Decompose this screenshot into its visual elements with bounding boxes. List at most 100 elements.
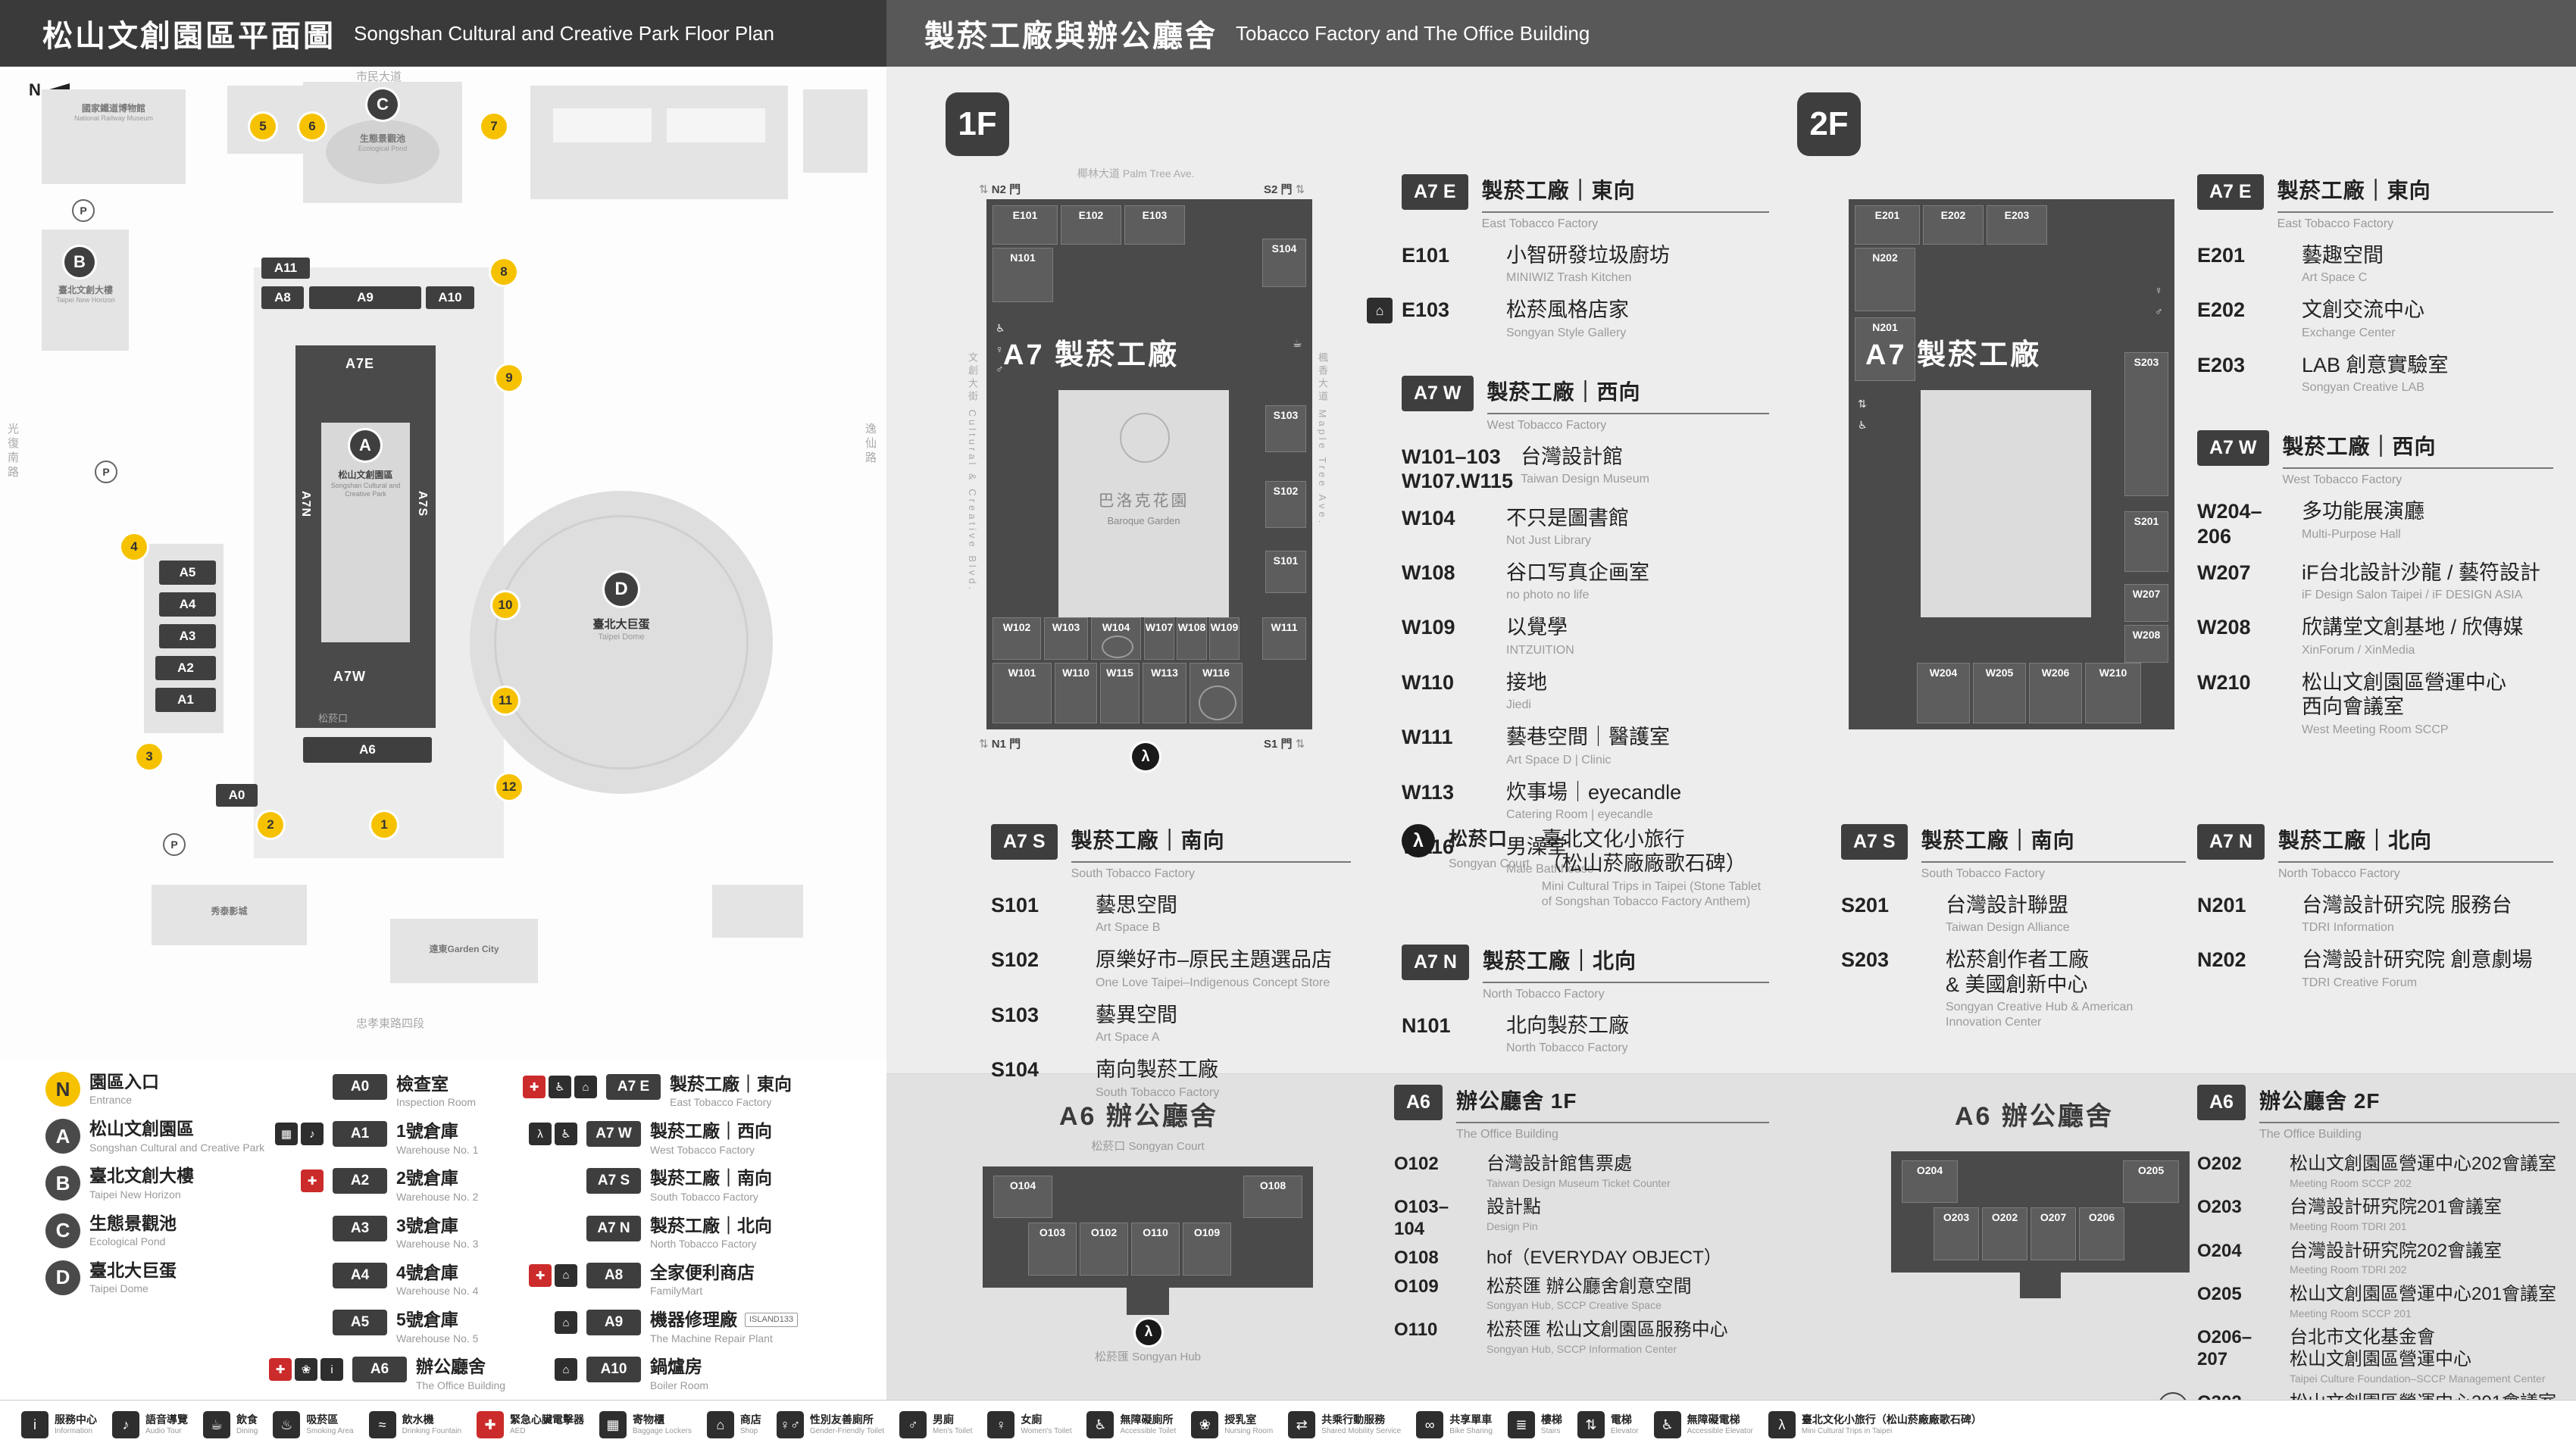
section-titles: 製菸工廠｜北向 North Tobacco Factory — [1482, 945, 1769, 1001]
footer-item-names: 吸菸區 Smoking Area — [306, 1413, 353, 1435]
room-code-column: O202 — [2197, 1154, 2282, 1190]
legend-zh-text: 製菸工廠｜東向 — [670, 1074, 792, 1094]
footer-item-zh: 緊急心臟電擊器 — [510, 1413, 584, 1426]
legend-en: Entrance — [89, 1094, 133, 1107]
room-list: N201 台灣設計研究院 服務台 TDRI Information N202 台… — [2197, 893, 2553, 991]
room-name-en: iF Design Salon Taipei / iF DESIGN ASIA — [2302, 589, 2523, 602]
room-name-en: Songyan Hub, SCCP Creative Space — [1487, 1299, 1662, 1312]
amenity-icon: ✚ — [301, 1170, 324, 1193]
amenity-icon: ♪ — [112, 1411, 139, 1438]
legend-en: North Tobacco Factory — [650, 1238, 757, 1251]
room-code: S201 — [1841, 894, 1890, 917]
room-row: O204 台灣設計研究院202會議室 Meeting Room TDRI 202 — [2197, 1241, 2559, 1277]
entrance-2: 2 — [258, 812, 283, 838]
room-names: 炊事場｜eyecandle Catering Room | eyecandle — [1506, 780, 1769, 823]
room-name-zh: 台灣設計研究院201會議室 — [2290, 1197, 2503, 1218]
room-code: E201 — [2197, 244, 2246, 267]
railway-museum-block — [42, 89, 186, 184]
room-list: S101 藝思空間 Art Space B S102 原樂好市–原民主題選品店 … — [991, 893, 1351, 1101]
legend-names: 園區入口 Entrance — [89, 1072, 159, 1107]
section-header: A7 W 製菸工廠｜西向 West Tobacco Factory — [2197, 430, 2553, 487]
new-horizon-zh: 臺北文創大樓 — [58, 285, 113, 295]
footer-item-en: Men's Toilet — [933, 1427, 973, 1436]
room-name-zh: 松山文創園區營運中心202會議室 — [2290, 1154, 2557, 1174]
gate-s2-label: S2 門 — [1264, 183, 1293, 196]
gate-arrow-icon: ⇅ — [1295, 738, 1305, 751]
room-names: 松山文創園區營運中心 西向會議室 West Meeting Room SCCP — [2302, 670, 2553, 738]
room-list: 臺北文化小旅行 （松山菸廠廠歌石碑） Mini Cultural Trips i… — [1542, 827, 1769, 910]
room-code-column: W207 — [2197, 561, 2294, 603]
room-names: 以覺學 INTZUITION — [1506, 615, 1769, 657]
room-name-zh: 台灣設計館售票處 — [1487, 1154, 1632, 1174]
footer-legend-item: ∞ 共享單車 Bike Sharing — [1416, 1411, 1493, 1438]
legend-building-item: ▦ ♪ A1 1號倉庫 Warehouse No. 1 — [269, 1121, 511, 1156]
legend-amenity-icons — [269, 1216, 324, 1217]
amenity-icon: ≈ — [368, 1411, 396, 1438]
section-title-en: North Tobacco Factory — [1482, 987, 1605, 1001]
room-row: N201 台灣設計研究院 服務台 TDRI Information — [2197, 893, 2553, 935]
legend-amenity-icons — [269, 1074, 324, 1076]
room-name-zh2: （松山菸廠廠歌石碑） — [1541, 852, 1746, 876]
room-names: 小智研發垃圾廚坊 MINIWIZ Trash Kitchen — [1506, 243, 1769, 286]
room-cell: O102 — [1080, 1223, 1128, 1276]
entrance-4: 4 — [121, 534, 147, 560]
footer-item-en: Stairs — [1540, 1427, 1561, 1436]
taipei-new-horizon-label: 臺北文創大樓 Taipei New Horizon — [36, 285, 135, 304]
room-name-en: Art Space D | Clinic — [1506, 753, 1612, 767]
legend-zh: 2號倉庫 — [396, 1168, 478, 1188]
room-code: W104 — [1402, 506, 1455, 529]
legend-building-item: ✚ ♿ ⌂ A7 E 製菸工廠｜東向 East Tobacco Factory — [523, 1074, 879, 1109]
room-name-en: Taiwan Design Alliance — [1946, 921, 2070, 935]
legend-zh-text: 機器修理廠 — [650, 1310, 737, 1330]
footer-item-en: Baggage Lockers — [633, 1427, 692, 1436]
room-name-zh: 台灣設計研究院202會議室 — [2290, 1240, 2503, 1261]
amenity-icon: ♿ — [549, 1076, 571, 1098]
map-chip-a11: A11 — [261, 258, 310, 279]
room-name-en: Meeting Room SCCP 201 — [2290, 1307, 2412, 1319]
room-row: S101 藝思空間 Art Space B — [991, 893, 1351, 935]
room-row: S102 原樂好市–原民主題選品店 One Love Taipei–Indige… — [991, 948, 1351, 990]
legend-zh-text: 5號倉庫 — [396, 1310, 458, 1330]
room-name-en: TDRI Creative Forum — [2302, 976, 2418, 989]
room-cell: O103 — [1028, 1223, 1077, 1276]
marker-c: C — [367, 89, 398, 120]
section-title-en: East Tobacco Factory — [2277, 217, 2394, 230]
room-code: N202 — [2197, 948, 2246, 972]
floor2-north-section: A7 N 製菸工廠｜北向 North Tobacco Factory N201 … — [2197, 824, 2553, 991]
footer-item-en: Elevator — [1610, 1427, 1639, 1436]
room-section: A7 S 製菸工廠｜南向 South Tobacco Factory S201 … — [1841, 824, 2186, 1030]
songyan-court-band: 松菸口 Songyan Court — [1091, 1140, 1205, 1153]
map-chip-a4: A4 — [159, 592, 216, 617]
room-code: W208 — [2197, 616, 2251, 639]
room-row: O202 松山文創園區營運中心202會議室 Meeting Room SCCP … — [2197, 1154, 2559, 1190]
legend-zh-text: 製菸工廠｜南向 — [650, 1168, 772, 1188]
songyan-court-label: 松菸口 — [318, 710, 348, 725]
footer-legend-item: ♂ 男廁 Men's Toilet — [899, 1411, 972, 1438]
section-titles: 製菸工廠｜西向 West Tobacco Factory — [2282, 430, 2553, 487]
footer-item-names: 無障礙廁所 Accessible Toilet — [1120, 1413, 1176, 1435]
room-name-zh: 南向製菸工廠 — [1096, 1058, 1218, 1082]
dome-zh: 臺北大巨蛋 — [592, 618, 650, 631]
room-cell: W107 — [1144, 617, 1174, 660]
room-code-column: O102 — [1394, 1154, 1479, 1190]
legend-amenity-icons — [269, 1263, 324, 1264]
room-code: S104 — [991, 1058, 1039, 1082]
room-row: W207 iF台北設計沙龍 / 藝符設計 iF Design Salon Tai… — [2197, 561, 2553, 603]
garden-city-block — [390, 919, 538, 983]
room-cell: W109 — [1209, 617, 1240, 660]
section-header: A7 E 製菸工廠｜東向 East Tobacco Factory — [2197, 174, 2553, 231]
legend-building-item: A0 檢查室 Inspection Room — [269, 1074, 511, 1109]
room-name-en: South Tobacco Factory — [1096, 1085, 1220, 1099]
legend-building-badge: A7 S — [586, 1168, 641, 1194]
footer-legend-item: ♀♂ 性別友善廁所 Gender-Friendly Toilet — [776, 1411, 884, 1438]
amenity-icon: ♿ — [555, 1123, 577, 1146]
right-header-title-zh: 製菸工廠與辦公廳舍 — [924, 20, 1218, 53]
room-name-zh: 台灣設計研究院 服務台 — [2302, 894, 2512, 917]
legend-building-item: A7 N 製菸工廠｜北向 North Tobacco Factory — [523, 1215, 879, 1251]
room-row: S203 松菸創作者工廠 & 美國創新中心 Songyan Creative H… — [1841, 948, 2186, 1030]
room-section: A7 W 製菸工廠｜西向 West Tobacco Factory W204–2… — [2197, 430, 2553, 737]
legend-building-badge: A9 — [586, 1310, 641, 1336]
room-names: 文創交流中心 Exchange Center — [2302, 298, 2553, 340]
baroque-garden-label: 巴洛克花園 Baroque Garden — [1058, 489, 1229, 526]
